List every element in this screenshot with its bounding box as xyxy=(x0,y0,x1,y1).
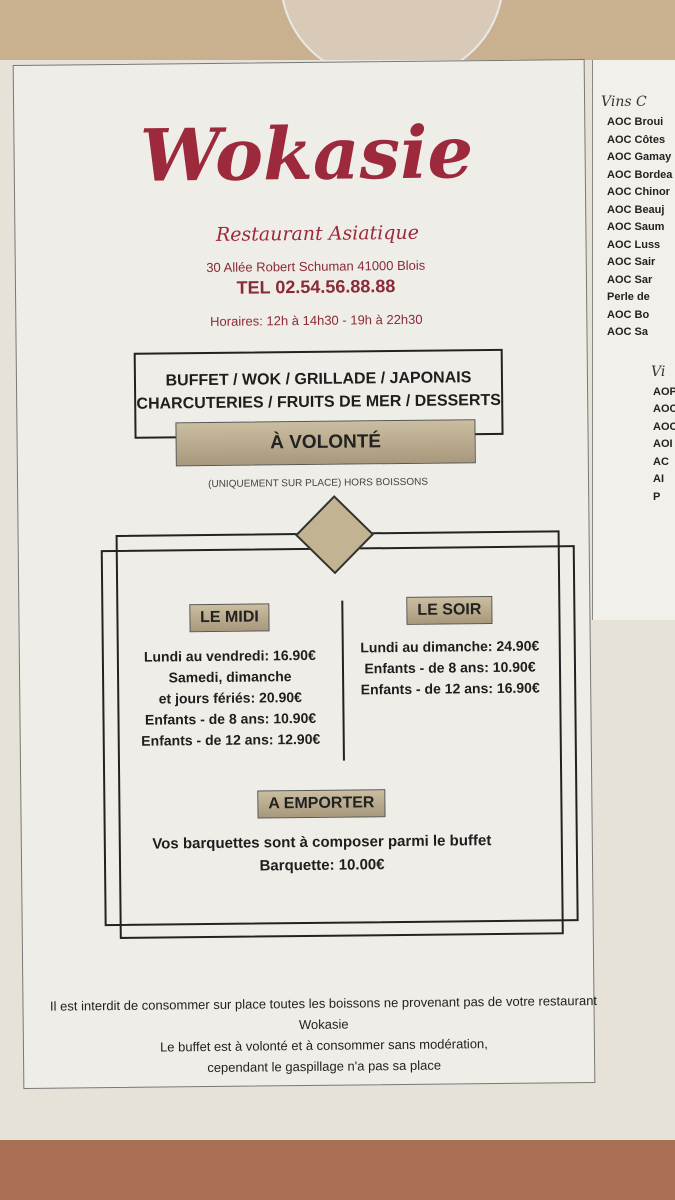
wine-item: AC xyxy=(653,455,669,468)
wine-item: AOC Sar xyxy=(607,273,653,286)
address: 30 Allée Robert Schuman 41000 Blois xyxy=(206,257,426,276)
wine-item: AOC Sair xyxy=(607,256,656,268)
a-volonte-banner: À VOLONTÉ xyxy=(175,419,476,467)
wine-item: AOC Chinor xyxy=(607,186,670,198)
price-line: Lundi au vendredi: 16.90€ xyxy=(143,646,316,665)
price-line: Enfants - de 8 ans: 10.90€ xyxy=(144,709,317,728)
emporter-section: A EMPORTER Vos barquettes sont à compose… xyxy=(131,788,512,878)
wine-item: AOI xyxy=(653,438,673,450)
wine-item: AOC Saum xyxy=(607,221,665,233)
wine-item: AOC xyxy=(653,403,675,415)
wine-heading: Vi xyxy=(651,363,666,380)
hours: Horaires: 12h à 14h30 - 19h à 22h30 xyxy=(210,311,423,329)
offer-note: (UNIQUEMENT SUR PLACE) HORS BOISSONS xyxy=(208,476,429,490)
footer-notice: Il est interdit de consommer sur place t… xyxy=(23,990,624,1080)
phone: TEL 02.54.56.88.88 xyxy=(236,276,396,298)
wine-item: AOC Luss xyxy=(607,238,661,251)
soir-title: LE SOIR xyxy=(406,596,493,625)
wine-item: AOC Beauj xyxy=(607,203,665,216)
price-line: Enfants - de 12 ans: 16.90€ xyxy=(360,679,540,698)
price-line: Lundi au dimanche: 24.90€ xyxy=(360,637,540,656)
emporter-line: Vos barquettes sont à composer parmi le … xyxy=(152,832,492,853)
wine-heading: Vins C xyxy=(601,94,647,110)
wine-item: AI xyxy=(653,473,664,485)
midi-title: LE MIDI xyxy=(188,603,270,633)
table-edge xyxy=(0,1140,675,1200)
footer-line: Il est interdit de consommer sur place t… xyxy=(49,992,598,1033)
offer-line: CHARCUTERIES / FRUITS DE MER / DESSERTS xyxy=(136,391,502,413)
wine-item: AOC Sa xyxy=(607,326,648,338)
restaurant-subtitle: Restaurant Asiatique xyxy=(215,221,420,246)
price-line: Samedi, dimanche xyxy=(168,668,292,686)
wine-item: AOC xyxy=(653,420,675,433)
wine-item: AOC Bo xyxy=(607,308,650,321)
midi-section: LE MIDI Lundi au vendredi: 16.90€ Samedi,… xyxy=(129,603,331,752)
price-line: Enfants - de 8 ans: 10.90€ xyxy=(364,658,536,677)
wine-item: AOC Côtes xyxy=(607,133,666,146)
price-line: et jours fériés: 20.90€ xyxy=(158,689,302,707)
soir-section: LE SOIR Lundi au dimanche: 24.90€ Enfants… xyxy=(349,595,550,700)
price-line: Enfants - de 12 ans: 12.90€ xyxy=(141,730,321,749)
emporter-title: A EMPORTER xyxy=(257,789,386,819)
emporter-price: Barquette: 10.00€ xyxy=(259,856,385,875)
wine-item: Perle de xyxy=(607,291,650,303)
restaurant-logo: Wokasie xyxy=(139,109,474,198)
offer-line: BUFFET / WOK / GRILLADE / JAPONAIS xyxy=(165,369,472,390)
wine-item: AOC Bordea xyxy=(607,168,673,181)
wine-item: P xyxy=(653,490,661,503)
wine-item: AOC Broui xyxy=(607,116,664,128)
wine-item: AOP xyxy=(653,385,675,398)
menu-sheet: Wokasie Restaurant Asiatique 30 Allée Ro… xyxy=(12,59,597,1089)
wine-item: AOC Gamay xyxy=(607,151,672,163)
